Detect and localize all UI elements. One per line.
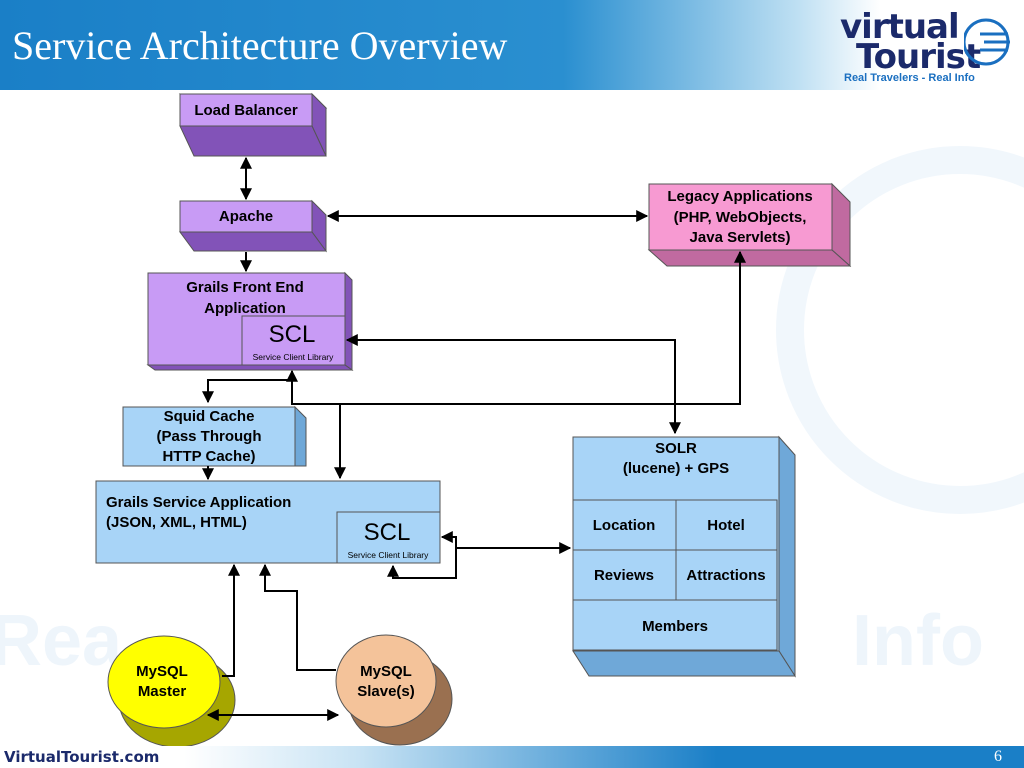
- squid-label-2: (Pass Through: [156, 428, 261, 445]
- virtualtourist-logo: virtual Tourist Real Travelers - Real In…: [836, 10, 1016, 86]
- logo-text-tourist: Tourist: [856, 37, 981, 77]
- mysql-master-label-1: MySQL: [136, 663, 188, 680]
- footer-bar: VirtualTourist.com 6: [0, 746, 1024, 768]
- solr-attractions-label: Attractions: [686, 567, 765, 584]
- apache-label: Apache: [219, 208, 273, 225]
- front-squid-arrow: [202, 369, 298, 404]
- grails-service-label-1: Grails Service Application: [106, 494, 291, 511]
- solr-label-1: SOLR: [655, 440, 697, 457]
- legacy-label-1: Legacy Applications: [667, 188, 812, 205]
- header-bar: Service Architecture Overview virtual To…: [0, 0, 1024, 90]
- master-service-arrow: [222, 563, 240, 677]
- squid-label-1: Squid Cache: [164, 408, 255, 425]
- load-balancer-label: Load Balancer: [194, 102, 298, 119]
- solr-label-2: (lucene) + GPS: [623, 460, 729, 477]
- mysql-master-label-2: Master: [138, 683, 187, 700]
- slave-service-arrow: [259, 563, 336, 671]
- page-number: 6: [994, 748, 1002, 765]
- mysql-slave-node: MySQL Slave(s): [335, 634, 453, 746]
- footer-brand: VirtualTourist.com: [4, 748, 160, 766]
- logo-text-virtual: virtual: [840, 7, 960, 47]
- solr-cell-members: [572, 599, 778, 651]
- front-scl-label: SCL: [269, 321, 316, 348]
- solr-cell-location: [572, 499, 677, 551]
- legacy-applications-node: Legacy Applications (PHP, WebObjects, Ja…: [647, 182, 852, 268]
- solr-hotel-label: Hotel: [707, 517, 745, 534]
- service-scl-label: SCL: [364, 519, 411, 546]
- mysql-slave-label-2: Slave(s): [357, 683, 415, 700]
- slide-title: Service Architecture Overview: [12, 23, 508, 68]
- to-legacy-arrow: [291, 250, 746, 405]
- grails-service-label-2: (JSON, XML, HTML): [106, 514, 247, 531]
- legacy-label-3: Java Servlets): [690, 229, 791, 246]
- squid-label-3: HTTP Cache): [162, 448, 255, 465]
- front-scl-caption: Service Client Library: [253, 352, 335, 362]
- solr-node: SOLR (lucene) + GPS Location Hotel Revie…: [572, 435, 796, 678]
- watermark-logo-icon: [776, 146, 1024, 514]
- solr-location-label: Location: [593, 517, 656, 534]
- connectors: [202, 156, 746, 721]
- squid-cache-node: Squid Cache (Pass Through HTTP Cache): [122, 405, 307, 467]
- legacy-label-2: (PHP, WebObjects,: [674, 209, 807, 226]
- solr-cell-hotel: [675, 499, 778, 551]
- service-scl-caption: Service Client Library: [348, 550, 430, 560]
- grails-front-label-1: Grails Front End: [186, 279, 304, 296]
- solr-members-label: Members: [642, 618, 708, 635]
- mysql-slave-label-1: MySQL: [360, 663, 412, 680]
- service-scl-box: [336, 511, 441, 564]
- front-scl-box: [241, 315, 346, 366]
- watermark-left: Rea: [0, 601, 123, 681]
- grails-front-label-2: Application: [204, 300, 286, 317]
- architecture-diagram: Rea Info Load Balancer Apache Legacy App…: [0, 92, 1024, 746]
- grails-service-node: Grails Service Application (JSON, XML, H…: [95, 480, 441, 564]
- logo-tagline: Real Travelers - Real Info: [844, 72, 975, 84]
- solr-cell-reviews: [572, 549, 677, 601]
- grails-front-end-node: Grails Front End Application SCL Service…: [146, 271, 354, 371]
- logo-lines-icon: [964, 18, 1010, 66]
- watermark-right: Info: [852, 601, 984, 681]
- load-balancer-node: Load Balancer: [178, 92, 328, 157]
- scl-loop-arrow: [387, 548, 457, 579]
- mysql-master-node: MySQL Master: [107, 635, 236, 746]
- solr-cell-attractions: [675, 549, 778, 601]
- front-solr-arrow: [345, 334, 681, 435]
- service-solr-arrow: [440, 531, 572, 554]
- solr-reviews-label: Reviews: [594, 567, 654, 584]
- apache-node: Apache: [179, 199, 327, 253]
